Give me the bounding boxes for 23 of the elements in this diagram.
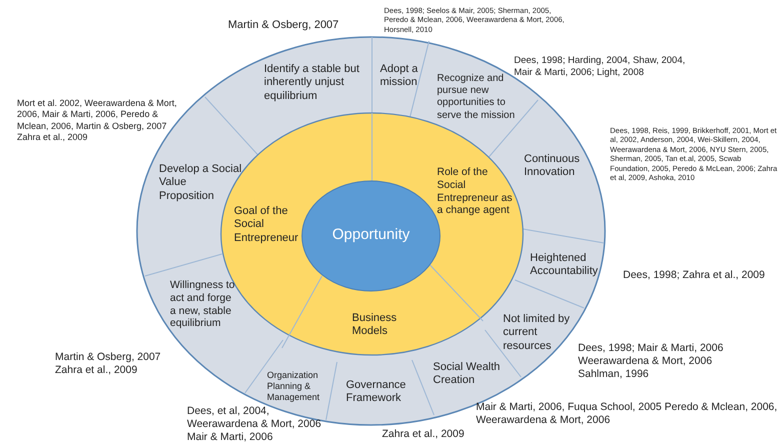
citation-text: Mair & Marti, 2006, Fuqua School, 2005 Peredo & Mclean, 2006, Weerawardena & Mort, 2006 [476,401,778,428]
citation-text: Martin & Osberg, 2007 Zahra et al., 2009 [55,351,162,378]
segment-label: Business Models [352,312,412,339]
segment-label: Develop a Social Value Proposition [159,163,244,204]
segment-label: Goal of the Social Entrepreneur [234,205,304,246]
segment-label: Role of the Social Entrepreneur as a change agent [437,166,515,218]
segment-label: Willingness to act and forge a new, stable equilibrium [170,279,238,330]
citation-text: Martin & Osberg, 2007 [228,19,340,33]
citation-text: Dees, 1998; Zahra et al., 2009 [623,269,766,282]
segment-label: Heightened Accountability [530,252,605,279]
segment-label: Governance Framework [346,379,421,406]
segment-label: Adopt a mission [380,63,432,90]
segment-label: Organization Planning & Management [267,370,333,403]
segment-label: Identify a stable but inherently unjust equilibrium [264,63,364,104]
segment-label: Not limited by current resources [503,313,578,354]
citation-text: Mort et al. 2002, Weerawardena & Mort, 2006, Mair & Marti, 2006, Peredo & Mclean, 2006, Martin & Osberg, 2007 Zahra et al., 2009 [17,98,178,143]
citation-text: Dees, 1998; Mair & Marti, 2006 Weerawardena & Mort, 2006 Sahlman, 1996 [578,342,724,382]
citation-text: Zahra et al., 2009 [382,428,466,442]
segment-label: Continuous Innovation [524,153,596,180]
segment-label: Social Wealth Creation [433,361,508,388]
segment-label: Opportunity [302,226,440,244]
citation-text: Dees, 1998; Harding, 2004, Shaw, 2004, Mair & Marti, 2006; Light, 2008 [514,55,686,79]
citation-text: Dees, et al, 2004, Weerawardena & Mort, 2006 Mair & Marti, 2006 [187,405,322,443]
